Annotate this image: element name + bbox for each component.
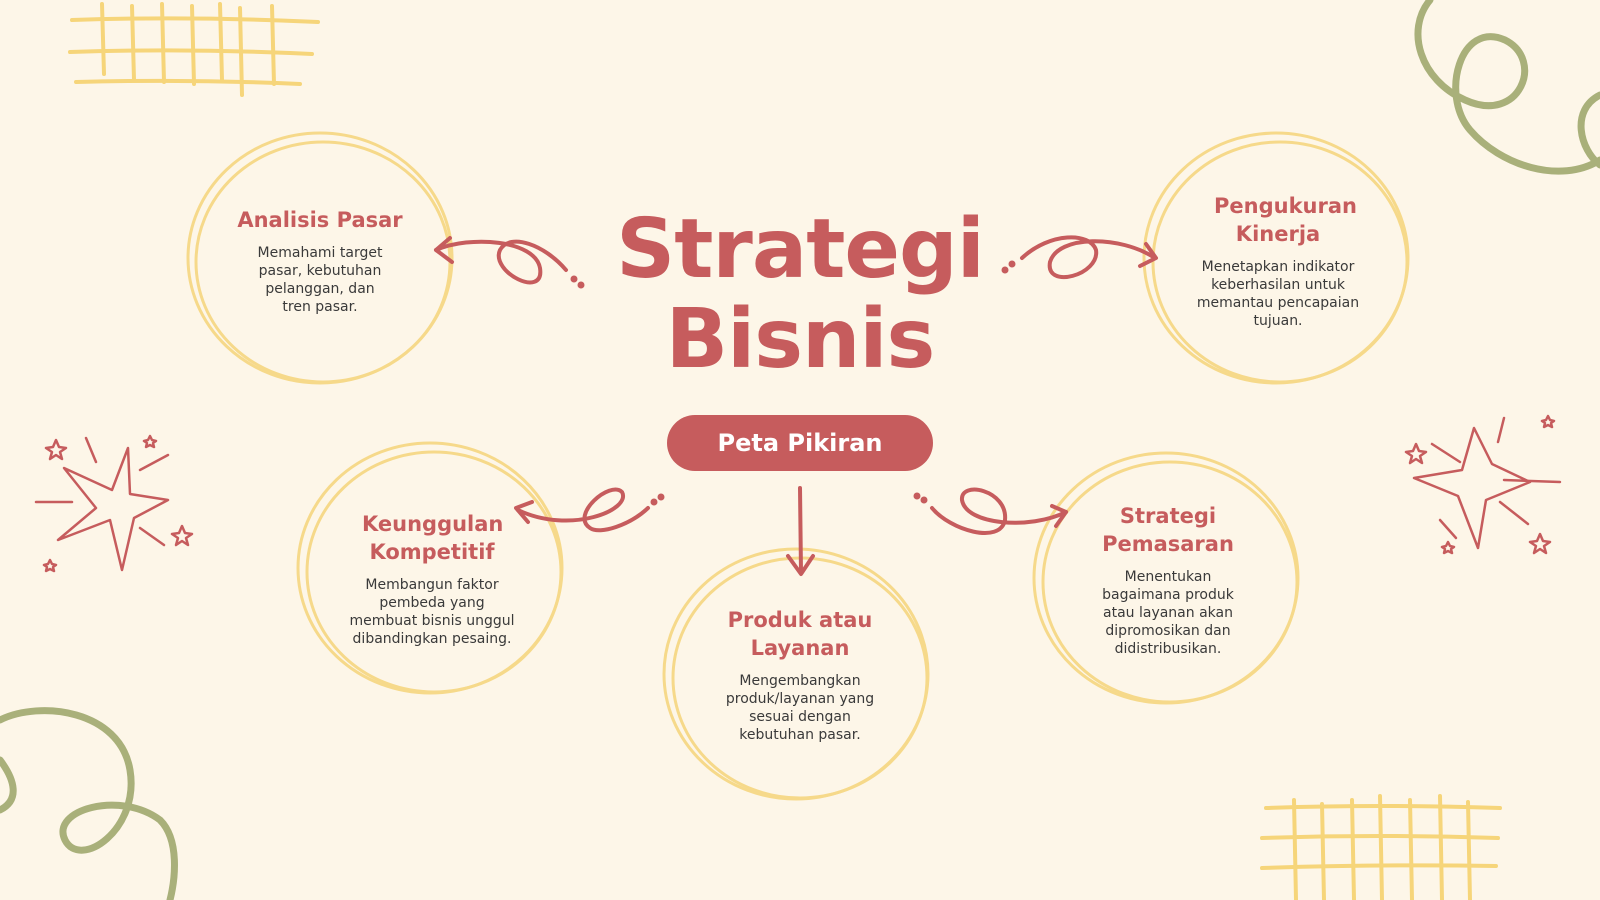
node-circle-pengukuran-kinerja	[1142, 131, 1410, 385]
node-produk-layanan: Produk atau Layanan Mengembangkan produk…	[690, 606, 910, 744]
node-analisis-pasar: Analisis Pasar Memahami target pasar, ke…	[210, 206, 430, 316]
star-burst-right	[1404, 414, 1562, 555]
grid-doodle-bottom-right	[1260, 794, 1502, 900]
node-description: Membangun faktor pembeda yang membuat bi…	[349, 577, 515, 647]
arrow-to-analisis-pasar	[434, 236, 585, 289]
node-strategi-pemasaran: Strategi Pemasaran Menentukan bagaimana …	[1058, 502, 1278, 658]
node-title: Strategi Pemasaran	[1102, 504, 1234, 556]
arrow-to-keunggulan-kompetitif	[514, 487, 665, 533]
node-title: Analisis Pasar	[237, 208, 403, 232]
node-pengukuran-kinerja: Pengukuran Kinerja Menetapkan indikator …	[1164, 192, 1392, 330]
main-title: Strategi Bisnis	[580, 205, 1020, 385]
node-circle-strategi-pemasaran	[1032, 451, 1300, 705]
arrow-to-strategi-pemasaran	[913, 487, 1068, 535]
node-title: Keunggulan Kompetitif	[362, 512, 504, 564]
arrow-to-pengukuran-kinerja	[1001, 235, 1158, 280]
subtitle-text: Peta Pikiran	[717, 429, 883, 457]
node-description: Memahami target pasar, kebutuhan pelangg…	[257, 245, 383, 315]
node-title: Produk atau Layanan	[727, 608, 873, 660]
title-line-1: Strategi	[616, 202, 985, 297]
grid-doodle-top-left	[68, 2, 320, 97]
star-burst-left	[34, 434, 194, 573]
squiggle-bottom-left	[0, 707, 178, 900]
node-keunggulan-kompetitif: Keunggulan Kompetitif Membangun faktor p…	[322, 510, 542, 648]
node-description: Mengembangkan produk/layanan yang sesuai…	[725, 673, 875, 743]
node-title: Pengukuran Kinerja	[1214, 194, 1357, 246]
subtitle-pill: Peta Pikiran	[667, 415, 933, 471]
node-circle-keunggulan-kompetitif	[296, 441, 564, 695]
arrow-to-produk-layanan	[786, 486, 815, 576]
squiggle-top-right	[1414, 0, 1600, 175]
title-line-2: Bisnis	[665, 292, 936, 387]
node-description: Menentukan bagaimana produk atau layanan…	[1102, 569, 1234, 657]
node-description: Menetapkan indikator keberhasilan untuk …	[1196, 259, 1360, 329]
